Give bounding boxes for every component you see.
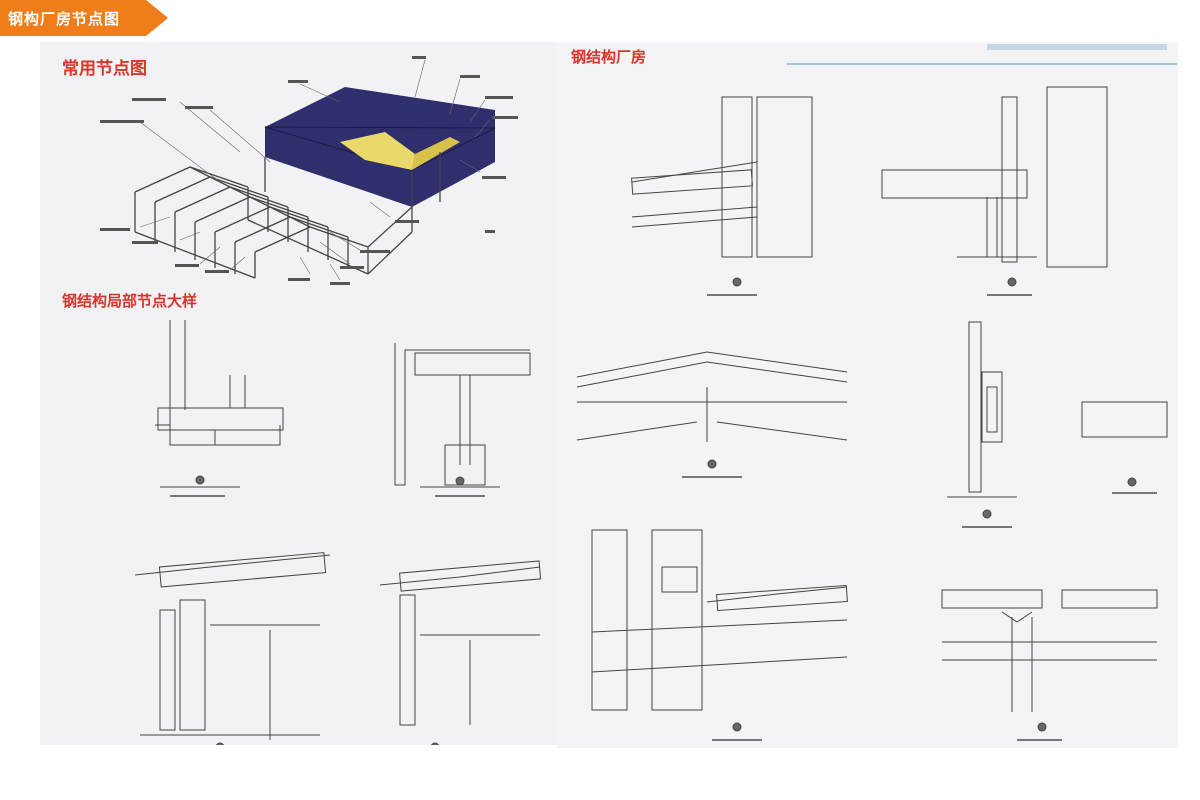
tag-arrow-shape — [0, 0, 168, 36]
right-detail-drawings — [576, 44, 1177, 741]
common-nodes-title: 常用节点图 — [62, 59, 147, 79]
building-isometric-drawing — [100, 56, 518, 285]
header-tag-label: 钢构厂房节点图 — [8, 10, 121, 28]
steel-plant-title: 钢结构厂房 — [571, 48, 647, 66]
right-page: 钢结构厂房 — [557, 42, 1178, 748]
local-detail-title: 钢结构局部节点大样 — [62, 292, 198, 310]
header-tag: 钢构厂房节点图 — [0, 0, 168, 36]
left-page: 常用节点图 钢结构局部节点大样 — [40, 42, 557, 745]
left-detail-drawings — [134, 320, 542, 745]
